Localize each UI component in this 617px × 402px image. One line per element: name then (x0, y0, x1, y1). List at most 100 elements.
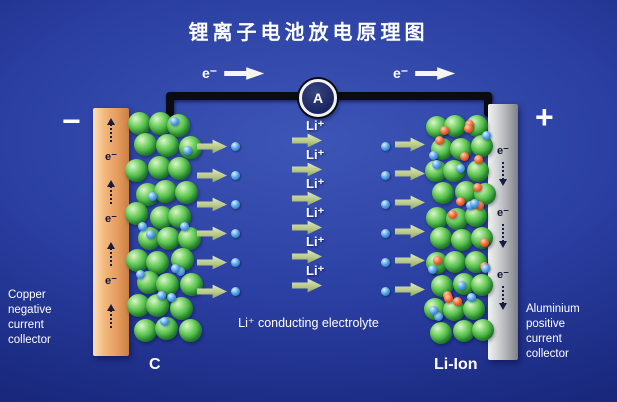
ion-flow-arrow (395, 253, 425, 268)
lithium-ion-particle (456, 163, 466, 173)
cathode-particle (430, 321, 453, 344)
diagram-title: 锂离子电池放电原理图 (188, 22, 429, 44)
electron-label: e⁻ (497, 145, 509, 157)
metal-oxide-particle (439, 125, 449, 135)
anode-particles (124, 110, 203, 350)
graphite-particle (167, 157, 191, 181)
metal-oxide-particle (444, 294, 454, 304)
graphite-particle (177, 227, 201, 251)
graphite-particle (124, 202, 148, 226)
lithium-ion-particle (135, 270, 145, 280)
electron-flow-right: e⁻ (393, 65, 456, 82)
metal-oxide-particle (434, 136, 444, 146)
cathode-particle (463, 297, 486, 320)
ion-flow-arrow (395, 137, 425, 152)
graphite-particle (156, 227, 180, 251)
ion-flow-arrow (395, 166, 425, 181)
lithium-ion-particle (431, 160, 441, 170)
lithium-ion-particle (231, 142, 240, 151)
ammeter-label: A (312, 90, 324, 106)
lithium-ion-particle (469, 198, 479, 208)
lithium-ion-particle (176, 267, 186, 277)
lithium-ion-particle (433, 312, 443, 322)
li-ion-label: Li⁺ (306, 147, 325, 162)
cathode-particle (425, 206, 448, 229)
cathode-particle (443, 250, 466, 273)
metal-oxide-particle (460, 151, 470, 161)
li-ion-label: Li⁺ (306, 205, 325, 220)
ion-flow-arrow (292, 191, 322, 206)
electron-up-arrow (107, 304, 115, 328)
lithium-ion-particle (428, 150, 438, 160)
lithium-ion-particle (170, 263, 180, 273)
caption-line: negative (8, 304, 52, 316)
lithium-ion-particle (145, 230, 155, 240)
metal-oxide-particle (475, 201, 485, 210)
lithium-ion-particle (231, 229, 240, 238)
lithium-ion-particle (381, 229, 390, 238)
aluminium-collector: e⁻e⁻e⁻ (488, 104, 518, 360)
lithium-ion-particle (381, 142, 390, 151)
metal-oxide-particle (448, 210, 458, 220)
lithium-ion-particle (381, 258, 390, 267)
metal-oxide-particle (464, 124, 474, 134)
lithium-ion-particle (231, 200, 240, 209)
caption-line: collector (8, 334, 51, 346)
ion-flow-arrow (197, 168, 227, 183)
graphite-particle (134, 133, 158, 157)
cathode-material-label: Li-Ion (434, 356, 478, 373)
lithium-ion-particle (159, 317, 169, 327)
graphite-particle (148, 156, 172, 180)
metal-oxide-particle (472, 183, 482, 193)
metal-oxide-particle (455, 197, 465, 207)
lithium-ion-particle (138, 221, 148, 231)
lithium-ion-particle (381, 171, 390, 180)
cathode-particle (465, 205, 488, 227)
cathode-particle (430, 227, 453, 250)
lithium-ion-particle (231, 287, 240, 296)
lithium-ion-particle (169, 117, 179, 127)
electron-down-arrow (499, 162, 507, 186)
right-arrow-icon (224, 67, 265, 80)
ion-flow-arrow (292, 249, 322, 264)
ammeter: A (299, 79, 337, 117)
graphite-particle (127, 112, 151, 136)
metal-oxide-particle (452, 296, 462, 306)
electron-up-arrow (107, 180, 115, 204)
right-arrow-icon (415, 67, 456, 80)
electron-label: e⁻ (105, 213, 117, 225)
li-ion-label: Li⁺ (306, 176, 325, 191)
metal-oxide-particle (479, 237, 489, 247)
lithium-ion-particle (428, 264, 438, 274)
ion-flow-arrow (395, 195, 425, 210)
ion-flow-arrow (197, 226, 227, 241)
lithium-ion-particle (480, 263, 490, 273)
graphite-particle (127, 294, 151, 318)
cathode-particle (470, 274, 493, 297)
electron-flow-left: e⁻ (202, 65, 265, 82)
graphite-particle (146, 294, 170, 318)
lithium-ion-particle (381, 200, 390, 209)
caption-line: Aluminium (526, 303, 580, 315)
electron-label: e⁻ (105, 151, 117, 163)
lithium-ion-particle (381, 287, 390, 296)
graphite-particle (124, 158, 148, 182)
ion-flow-arrow (292, 278, 322, 293)
cathode-particle (425, 159, 448, 182)
electron-up-arrow (107, 118, 115, 142)
lithium-ion-particle (167, 292, 177, 302)
graphite-particle (156, 134, 180, 158)
ion-flow-arrow (292, 162, 322, 177)
lithium-ion-particle (182, 146, 192, 156)
positive-terminal-sign: + (535, 99, 554, 135)
lithium-ion-particle (156, 291, 166, 301)
lithium-ion-particle (467, 293, 477, 303)
caption-line: current (8, 319, 44, 331)
graphite-particle (178, 318, 202, 342)
graphite-particle (154, 179, 178, 203)
metal-oxide-particle (432, 255, 442, 265)
graphite-particle (179, 273, 203, 297)
